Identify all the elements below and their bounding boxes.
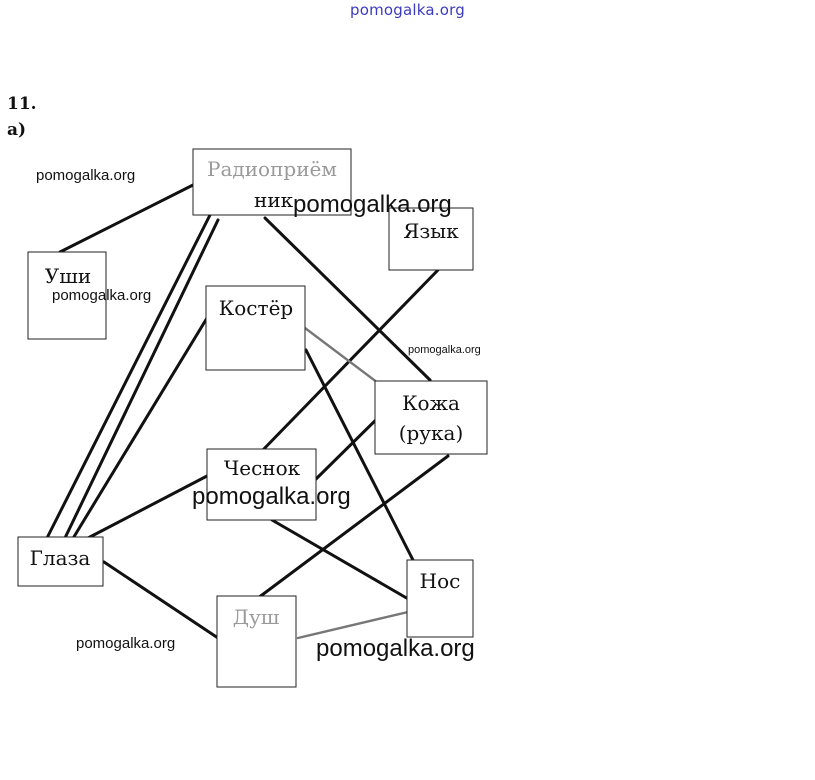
watermark-text: pomogalka.org xyxy=(293,191,452,218)
node-shower: Душ xyxy=(216,595,297,688)
watermark-text: pomogalka.org xyxy=(316,635,475,662)
node-radio-label-line2: ник xyxy=(254,188,294,212)
edge-nose-shower xyxy=(296,610,410,640)
edge-eyes-radio-a xyxy=(45,213,212,540)
edge-eyes-bonfire xyxy=(70,316,209,542)
node-tongue: Язык xyxy=(388,207,474,271)
node-shower-box xyxy=(216,595,297,688)
node-radio: Радиоприём ник xyxy=(192,148,352,216)
node-ears: Уши xyxy=(27,251,107,340)
edge-garlic-nose xyxy=(270,518,412,602)
node-skin: Кожа (рука) xyxy=(374,380,488,455)
node-bonfire-box xyxy=(205,285,306,371)
watermark-text: pomogalka.org xyxy=(52,287,152,304)
edge-ears-radio xyxy=(58,182,197,254)
watermark-text: pomogalka.org xyxy=(36,167,136,184)
node-tongue-box xyxy=(388,207,474,271)
node-skin-label-line1: Кожа xyxy=(402,391,460,415)
node-eyes-label: Глаза xyxy=(30,546,91,570)
node-shower-label: Душ xyxy=(233,605,280,629)
node-eyes: Глаза xyxy=(17,536,104,587)
edge-tongue-garlic xyxy=(256,268,440,457)
task-part-label: а) xyxy=(7,120,27,140)
node-garlic-label: Чеснок xyxy=(224,456,301,480)
watermark-text: pomogalka.org xyxy=(408,344,481,356)
node-bonfire: Костёр xyxy=(205,285,306,371)
node-garlic: Чеснок xyxy=(206,448,317,521)
nodes-layer: Радиоприём ник Язык Уши Костёр Кожа (рук… xyxy=(17,148,488,688)
node-eyes-box xyxy=(17,536,104,587)
site-header-link[interactable]: pomogalka.org xyxy=(350,1,465,19)
edge-eyes-garlic xyxy=(86,474,209,540)
node-skin-label-line2: (рука) xyxy=(399,421,464,445)
node-bonfire-label: Костёр xyxy=(219,296,293,320)
edge-bonfire-nose xyxy=(304,348,416,564)
node-ears-box xyxy=(27,251,107,340)
node-radio-label-line1: Радиоприём xyxy=(207,157,337,181)
node-nose-label: Нос xyxy=(420,569,461,593)
node-ears-label: Уши xyxy=(45,264,91,288)
watermark-text: pomogalka.org xyxy=(76,635,176,652)
node-garlic-box xyxy=(206,448,317,521)
watermark-text: pomogalka.org xyxy=(192,483,351,510)
edge-eyes-radio-b xyxy=(62,218,220,542)
edge-eyes-shower xyxy=(102,560,220,640)
node-radio-box xyxy=(192,148,352,216)
edge-skin-shower xyxy=(256,454,450,600)
edge-radio-skin xyxy=(263,216,432,382)
node-nose-box xyxy=(406,559,474,638)
node-nose: Нос xyxy=(406,559,474,638)
node-tongue-label: Язык xyxy=(403,219,459,243)
node-skin-box xyxy=(374,380,488,455)
task-number: 11. xyxy=(7,94,37,114)
